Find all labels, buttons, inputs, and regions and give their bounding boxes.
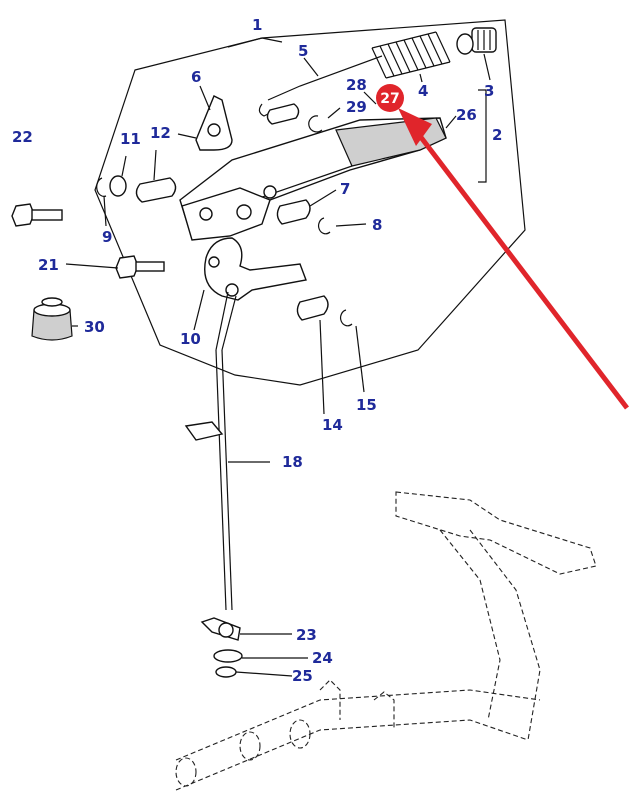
part-6-hole: [207, 123, 221, 137]
part-15-clip: [339, 309, 353, 327]
part-9-clip: [96, 177, 107, 197]
part-30-bushing: [31, 297, 73, 341]
part-29-clip: [308, 115, 323, 133]
part-10-ratchet: [204, 237, 307, 301]
bracket-1: [227, 37, 283, 48]
label-25: 25: [292, 667, 313, 685]
label-10: 10: [180, 330, 201, 348]
label-23: 23: [296, 626, 317, 644]
bracket-2: [478, 89, 487, 183]
label-9: 9: [102, 228, 112, 246]
part-3-nut: [456, 33, 474, 55]
part-5-rod: [258, 55, 383, 117]
label-8: 8: [372, 216, 382, 234]
part-7-pin: [276, 199, 311, 225]
badge-27-label: 27: [380, 91, 399, 107]
ratchet-hole: [208, 256, 220, 268]
label-14: 14: [322, 416, 343, 434]
adjuster-25-nut: [215, 666, 237, 678]
adjuster-23: [200, 617, 241, 641]
label-21: 21: [38, 256, 59, 274]
pivot-hole-1: [199, 207, 213, 221]
part-12-pin: [135, 177, 177, 203]
part-6-bracket: [195, 95, 233, 151]
part-22-bolt: [11, 203, 63, 227]
part-4-spring: [371, 31, 451, 79]
part-21-bolt: [115, 255, 165, 279]
ghost-pedal-assembly: [175, 491, 597, 791]
label-24: 24: [312, 649, 333, 667]
label-7: 7: [340, 180, 350, 198]
label-29: 29: [346, 98, 367, 116]
label-26: 26: [456, 106, 477, 124]
ratchet-hole-2: [225, 283, 239, 297]
label-12: 12: [150, 124, 171, 142]
label-15: 15: [356, 396, 377, 414]
label-6: 6: [191, 68, 201, 86]
label-28: 28: [346, 76, 367, 94]
label-4: 4: [418, 82, 428, 100]
part-3-knurl: [477, 30, 491, 50]
pivot-hole-2: [236, 204, 252, 220]
rod-plate: [184, 421, 224, 441]
label-22: 22: [12, 128, 33, 146]
label-5: 5: [298, 42, 308, 60]
adjuster-24-washer: [213, 649, 243, 663]
pivot-plate: [181, 187, 271, 241]
leader-lines: [65, 53, 491, 677]
label-3: 3: [484, 82, 494, 100]
part-14-pin: [296, 295, 329, 321]
label-2: 2: [492, 126, 502, 144]
part-11-washer: [109, 175, 127, 197]
highlight-arrow: [398, 108, 629, 410]
part-28-pin: [266, 103, 300, 125]
part-18-rod: [215, 291, 237, 611]
badge-27: [376, 84, 404, 112]
label-30: 30: [84, 318, 105, 336]
label-11: 11: [120, 130, 141, 148]
label-18: 18: [282, 453, 303, 471]
pivot-hole-3: [263, 185, 277, 199]
part-8-clip: [317, 217, 331, 235]
assembly-outline: [94, 19, 526, 386]
label-1: 1: [252, 16, 262, 34]
